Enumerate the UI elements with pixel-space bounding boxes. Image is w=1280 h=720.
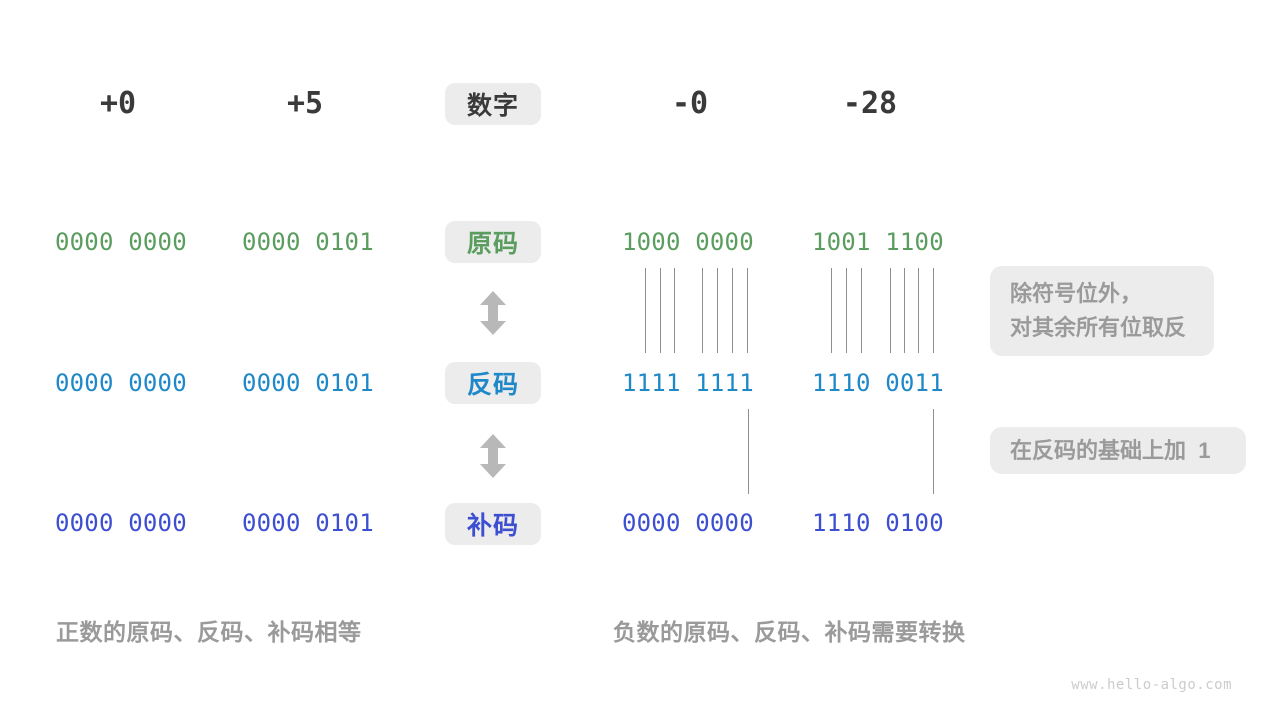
sign-magnitude-pos-zero: 0000 0000	[55, 228, 187, 256]
bit-connector-line	[674, 268, 675, 353]
number-label-pill: 数字	[445, 83, 541, 125]
ones-complement-label: 反码	[466, 371, 519, 399]
negative-numbers-caption: 负数的原码、反码、补码需要转换	[613, 619, 966, 645]
bit-connector-line	[846, 268, 847, 353]
up-down-arrow-icon	[480, 291, 506, 335]
twos-complement-pos-zero: 0000 0000	[55, 509, 187, 537]
sign-magnitude-neg-zero: 1000 0000	[622, 228, 754, 256]
bit-connector-line	[645, 268, 646, 353]
number-label: 数字	[466, 92, 519, 120]
bit-connector-line	[861, 268, 862, 353]
bit-connector-line	[660, 268, 661, 353]
invert-bits-callout: 除符号位外， 对其余所有位取反	[990, 266, 1214, 356]
sign-magnitude-neg-twentyeight: 1001 1100	[812, 228, 944, 256]
ones-complement-pos-zero: 0000 0000	[55, 369, 187, 397]
bit-connector-line	[904, 268, 905, 353]
bit-connector-line	[717, 268, 718, 353]
header-value-neg-zero: -0	[671, 86, 709, 121]
bit-connector-line	[831, 268, 832, 353]
ones-complement-pos-five: 0000 0101	[242, 369, 374, 397]
sign-magnitude-label-pill: 原码	[445, 221, 541, 263]
bit-connector-line	[748, 409, 749, 494]
bit-connector-line	[732, 268, 733, 353]
sign-magnitude-pos-five: 0000 0101	[242, 228, 374, 256]
twos-complement-neg-zero: 0000 0000	[622, 509, 754, 537]
add-one-callout: 在反码的基础上加 1	[990, 427, 1246, 474]
ones-complement-label-pill: 反码	[445, 362, 541, 404]
bit-connector-line	[933, 268, 934, 353]
ones-complement-neg-zero: 1111 1111	[622, 369, 754, 397]
twos-complement-label-pill: 补码	[445, 503, 541, 545]
ones-complement-neg-twentyeight: 1110 0011	[812, 369, 944, 397]
header-value-neg-twentyeight: -28	[842, 86, 898, 121]
positive-numbers-caption: 正数的原码、反码、补码相等	[56, 619, 362, 645]
bit-connector-line	[933, 409, 934, 494]
invert-bits-callout-line1: 除符号位外，	[1010, 281, 1143, 306]
bit-connector-line	[918, 268, 919, 353]
up-down-arrow-icon	[480, 434, 506, 478]
bit-connector-line	[890, 268, 891, 353]
twos-complement-neg-twentyeight: 1110 0100	[812, 509, 944, 537]
bit-connector-line	[747, 268, 748, 353]
header-value-pos-zero: +0	[99, 86, 137, 121]
sign-magnitude-label: 原码	[466, 230, 519, 258]
invert-bits-callout-line2: 对其余所有位取反	[1010, 315, 1187, 340]
twos-complement-pos-five: 0000 0101	[242, 509, 374, 537]
watermark-url: www.hello-algo.com	[1071, 677, 1232, 693]
twos-complement-label: 补码	[466, 512, 519, 540]
header-value-pos-five: +5	[286, 86, 324, 121]
bit-connector-line	[702, 268, 703, 353]
